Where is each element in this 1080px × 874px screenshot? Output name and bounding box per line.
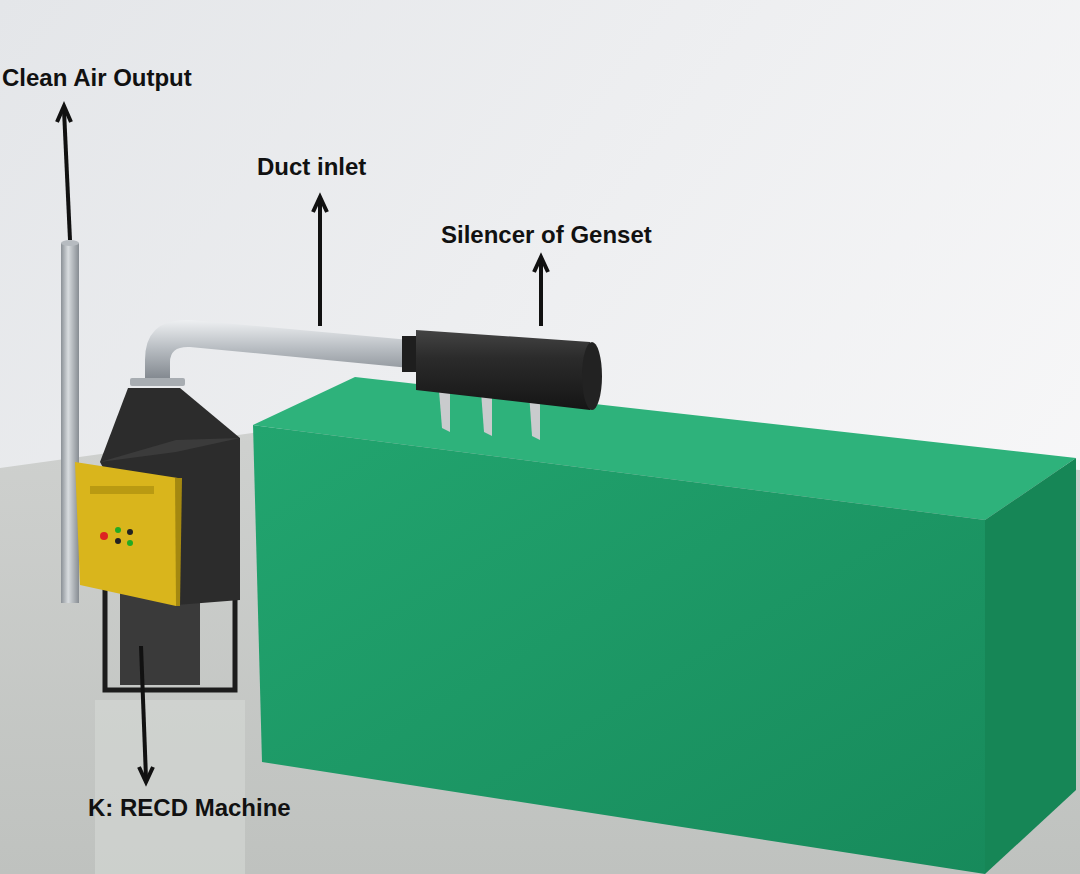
part-label: Duct inlet: [257, 153, 366, 181]
genset-front: [253, 425, 985, 874]
silencer-end: [582, 342, 602, 410]
leader-arrows: [57, 106, 548, 782]
output-pipe: [61, 243, 79, 603]
hood-edge: [100, 438, 240, 462]
button: [115, 538, 121, 544]
reflection: [95, 700, 245, 874]
button: [127, 540, 133, 546]
pipe-end: [61, 240, 79, 246]
genset-side: [985, 458, 1076, 874]
part-label: Silencer of Genset: [441, 221, 652, 249]
part-label: Clean Air Output: [2, 64, 192, 92]
control-panel: [75, 462, 178, 606]
button: [127, 529, 133, 535]
button: [115, 527, 121, 533]
part-label: K: RECD Machine: [88, 794, 291, 822]
flange: [130, 378, 185, 386]
panel-side: [175, 478, 182, 606]
panel-plate: [90, 486, 154, 494]
button: [100, 532, 108, 540]
silencer: [416, 330, 597, 410]
duct: [145, 320, 410, 382]
duct-collar: [402, 336, 416, 372]
